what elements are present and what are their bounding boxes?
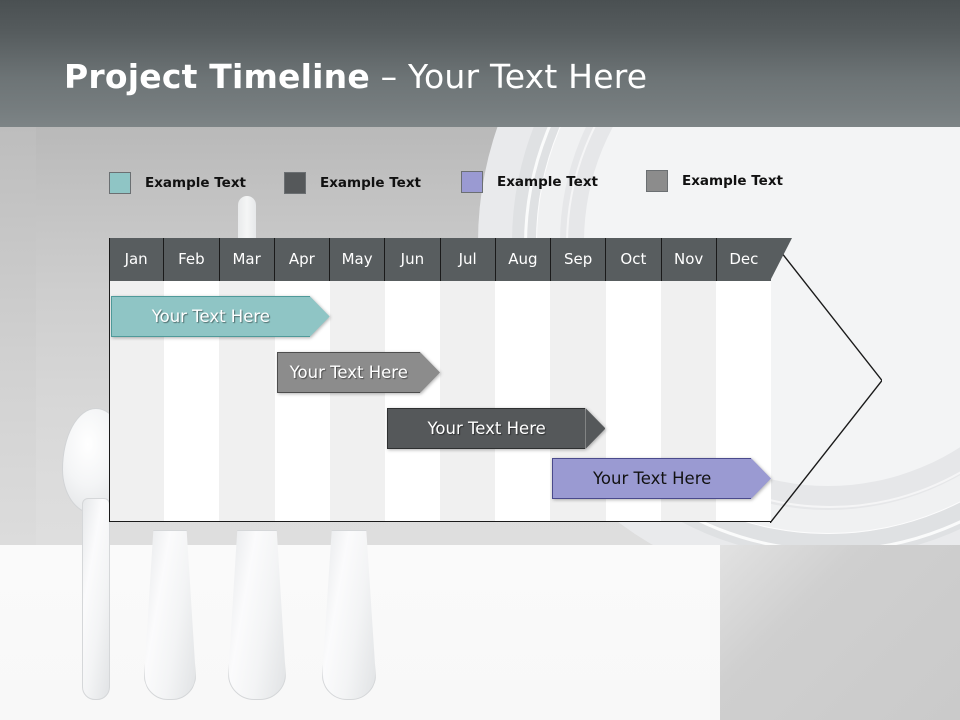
timeline-bar-tip-2 — [420, 352, 440, 393]
legend-label-3: Example Text — [497, 174, 598, 190]
legend-item-2[interactable]: Example Text — [284, 172, 421, 194]
month-header-feb[interactable]: Feb — [164, 238, 220, 281]
legend-item-4[interactable]: Example Text — [646, 170, 783, 192]
knife-handle-icon — [228, 530, 286, 700]
legend-item-1[interactable]: Example Text — [109, 172, 246, 194]
legend-swatch-4 — [646, 170, 668, 192]
timeline-column-jul — [440, 281, 496, 521]
month-header-apr[interactable]: Apr — [275, 238, 330, 281]
timeline-bar-body-3: Your Text Here — [386, 408, 586, 449]
fork-handle-icon — [144, 530, 196, 700]
month-header-may[interactable]: May — [330, 238, 386, 281]
timeline-bar-tip-3 — [585, 408, 606, 449]
timeline-bar-label-2: Your Text Here — [289, 363, 408, 382]
timeline-column-may — [329, 281, 385, 521]
background-lower-right-block — [720, 545, 960, 720]
timeline-bar-label-1: Your Text Here — [151, 307, 270, 326]
timeline-bar-tip-1 — [309, 296, 330, 337]
timeline-bar-label-4: Your Text Here — [593, 469, 712, 488]
month-header-nov[interactable]: Nov — [662, 238, 717, 281]
month-header-sep[interactable]: Sep — [551, 238, 607, 281]
legend-swatch-2 — [284, 172, 306, 194]
month-header-dec[interactable]: Dec — [729, 250, 759, 268]
month-header-jul[interactable]: Jul — [441, 238, 496, 281]
month-header-aug[interactable]: Aug — [496, 238, 551, 281]
timeline-bar-4[interactable]: Your Text Here — [552, 458, 771, 499]
timeline-bar-body-2: Your Text Here — [276, 352, 420, 393]
month-header-jun[interactable]: Jun — [385, 238, 441, 281]
legend-label-1: Example Text — [145, 175, 246, 191]
timeline-bar-2[interactable]: Your Text Here — [276, 352, 440, 393]
timeline-bar-1[interactable]: Your Text Here — [111, 296, 330, 337]
month-header-mar[interactable]: Mar — [220, 238, 275, 281]
timeline-bar-body-1: Your Text Here — [111, 296, 310, 337]
page-title-light: – Your Text Here — [369, 57, 648, 96]
month-header-jan[interactable]: Jan — [109, 238, 165, 281]
legend-swatch-3 — [461, 171, 483, 193]
title-band — [0, 0, 960, 127]
page-title-strong: Project Timeline — [64, 57, 370, 96]
spoon-handle-icon — [82, 498, 110, 700]
timeline-bar-label-3: Your Text Here — [427, 419, 546, 438]
legend-item-3[interactable]: Example Text — [461, 171, 598, 193]
page-title: Project Timeline – Your Text Here — [64, 57, 647, 96]
timeline-column-jun — [385, 281, 440, 521]
timeline-arrow-header-fill — [770, 238, 792, 281]
month-header-oct[interactable]: Oct — [606, 238, 662, 281]
legend-label-2: Example Text — [320, 175, 421, 191]
timeline-column-aug — [495, 281, 550, 521]
legend-swatch-1 — [109, 172, 131, 194]
second-fork-handle-icon — [322, 530, 376, 700]
timeline-bar-body-4: Your Text Here — [552, 458, 751, 499]
legend-label-4: Example Text — [682, 173, 783, 189]
background-left-column — [0, 127, 36, 545]
timeline-bar-3[interactable]: Your Text Here — [386, 408, 606, 449]
legend: Example Text Example Text Example Text E… — [109, 168, 869, 198]
timeline-bar-tip-4 — [750, 458, 771, 499]
